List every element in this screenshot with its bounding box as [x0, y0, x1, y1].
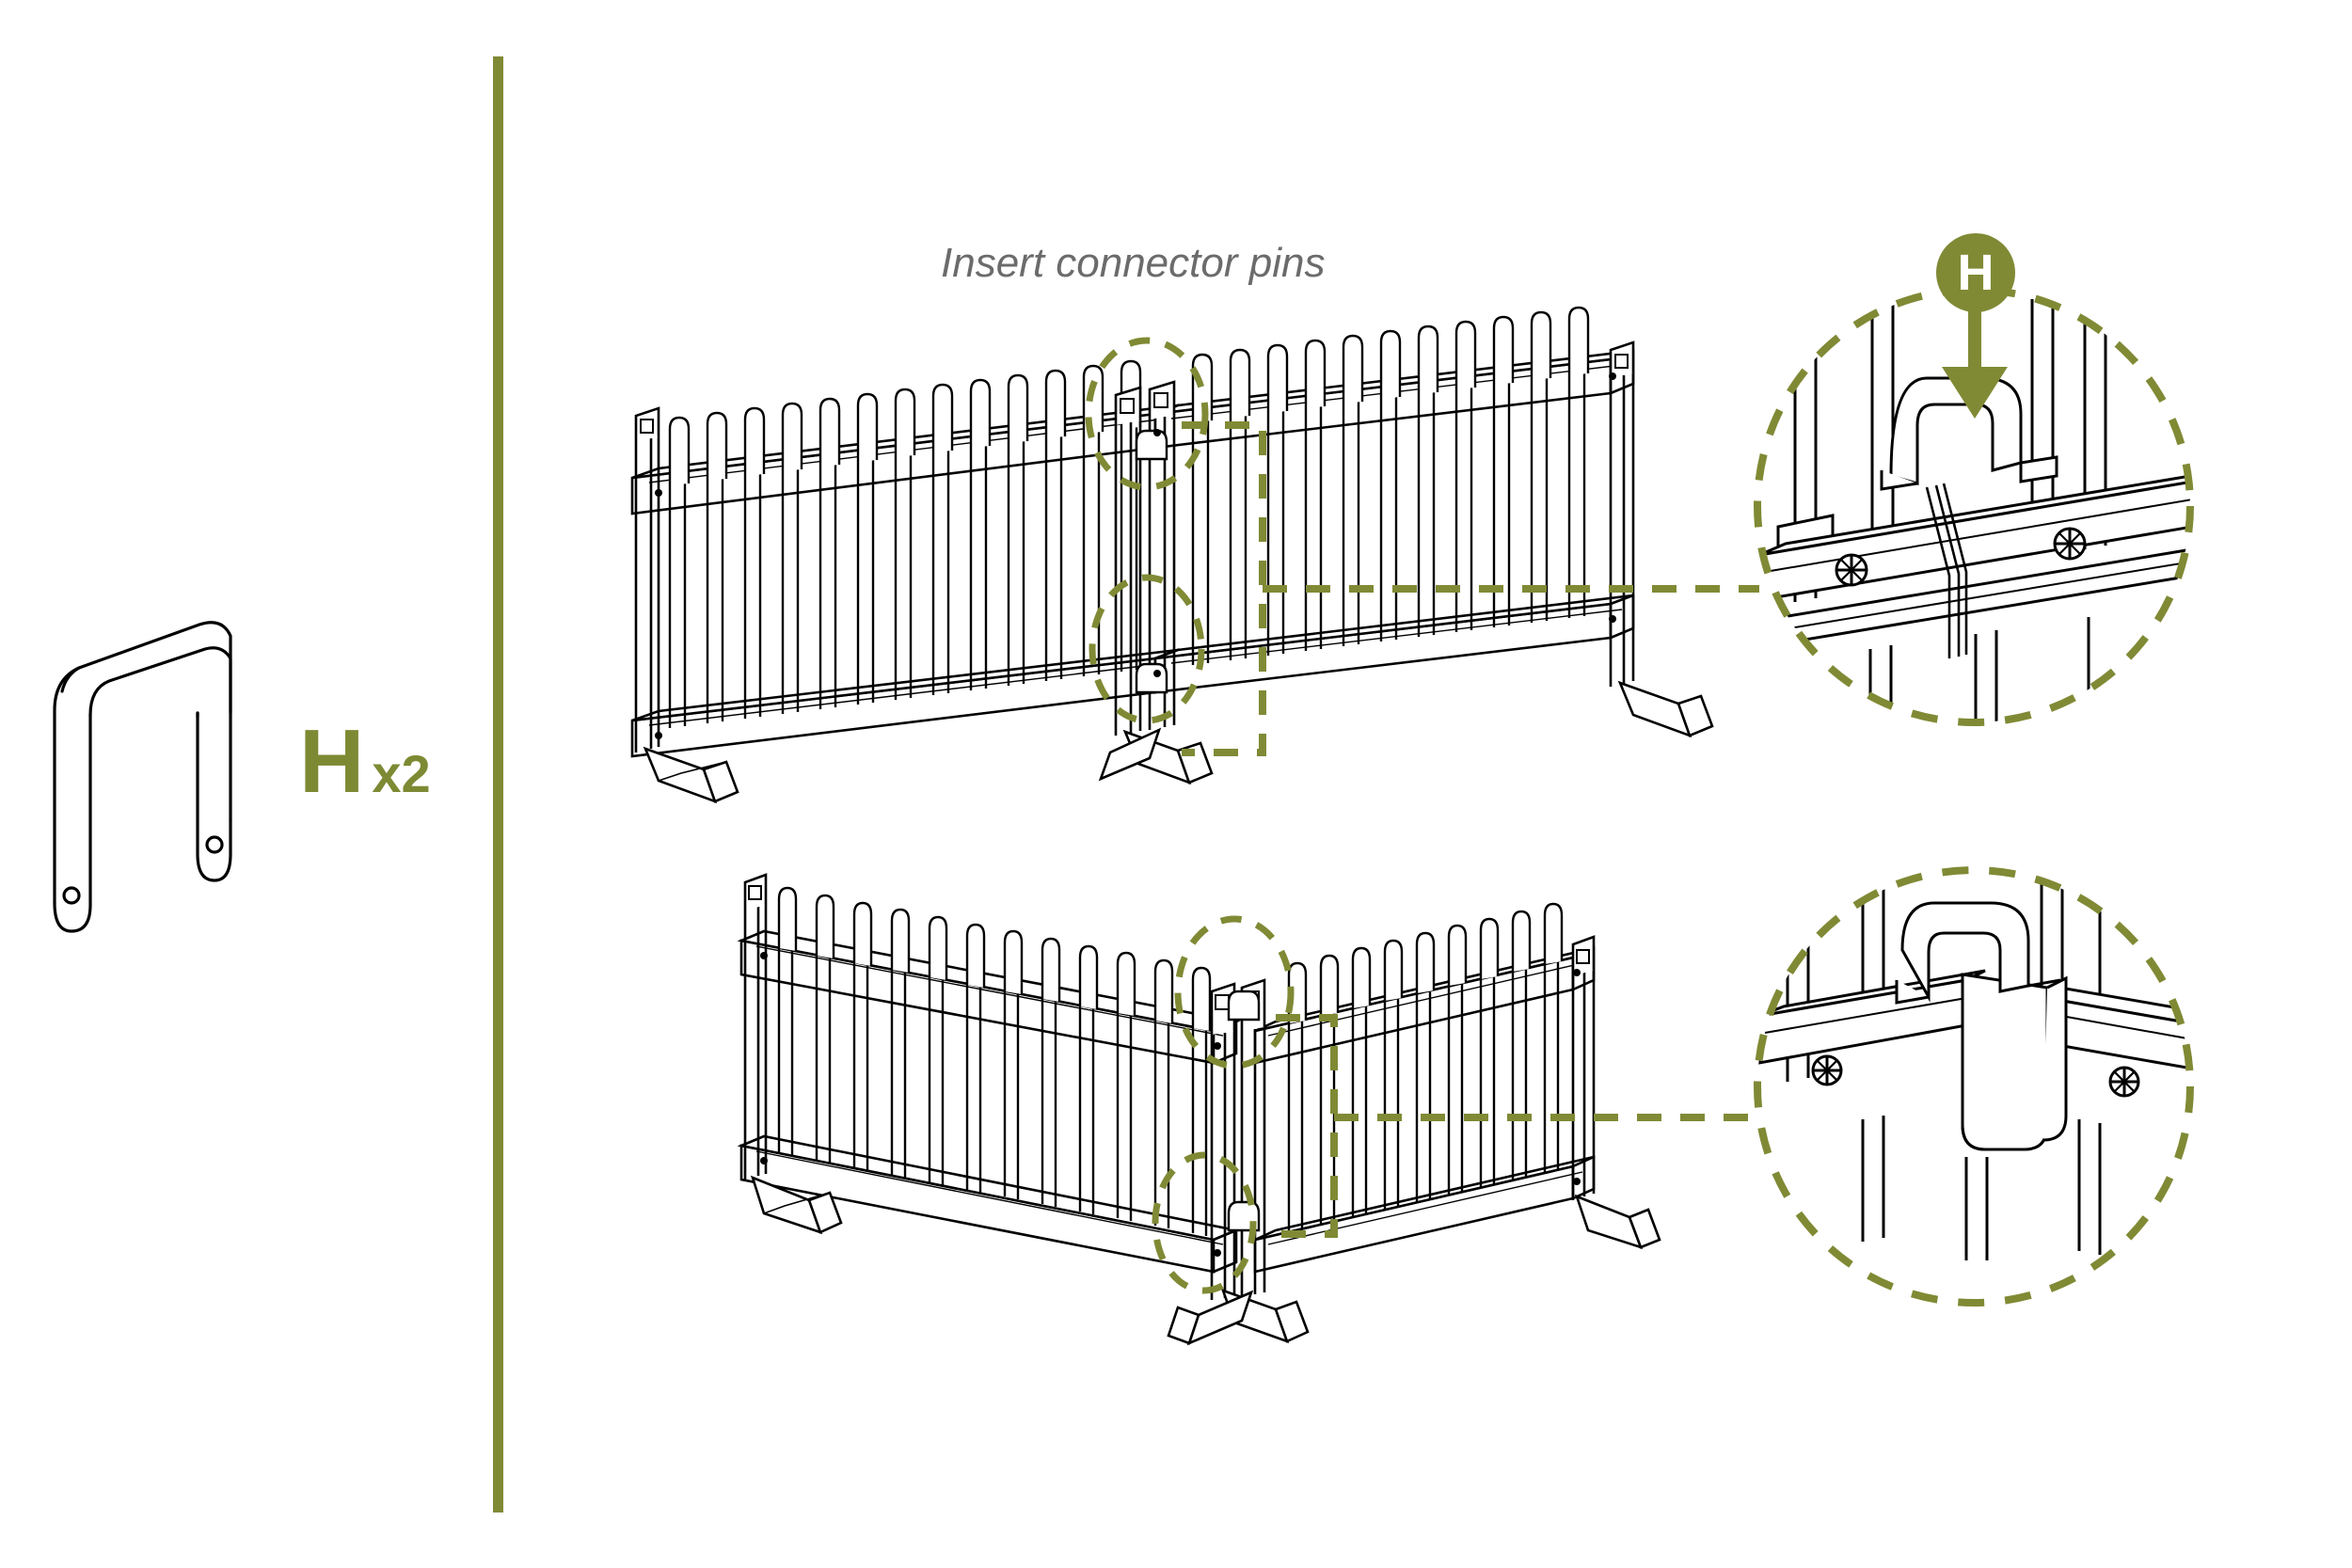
fence-straight-run: [630, 306, 1714, 804]
highlight-circle-corner-top: [1174, 915, 1295, 1069]
highlight-circle-bottom-joint: [1089, 574, 1205, 724]
part-quantity: x2: [372, 744, 431, 803]
screw-head: [1835, 553, 1868, 587]
detail-view-straight: [1757, 295, 2190, 722]
highlight-circle-top-joint: [1085, 337, 1209, 491]
vertical-divider-rule: [493, 56, 503, 1513]
screw-head: [2053, 527, 2087, 561]
screw-head: [2108, 1066, 2140, 1098]
detail-circle-top: [1754, 286, 2194, 726]
detail-view-corner: [1757, 871, 2190, 1260]
fence-corner-run: [737, 873, 1661, 1346]
callout-bracket-straight: [1182, 421, 1266, 756]
detail-circle-bottom: [1754, 866, 2194, 1307]
part-letter: H: [299, 711, 364, 812]
connector-pin-part-drawing: [53, 621, 232, 933]
callout-badge-h: H: [1936, 233, 2015, 312]
highlight-circle-corner-bottom: [1152, 1151, 1257, 1294]
step-title: Insert connector pins: [941, 240, 1326, 286]
screw-head: [1811, 1054, 1843, 1086]
callout-bracket-corner: [1276, 1014, 1338, 1238]
